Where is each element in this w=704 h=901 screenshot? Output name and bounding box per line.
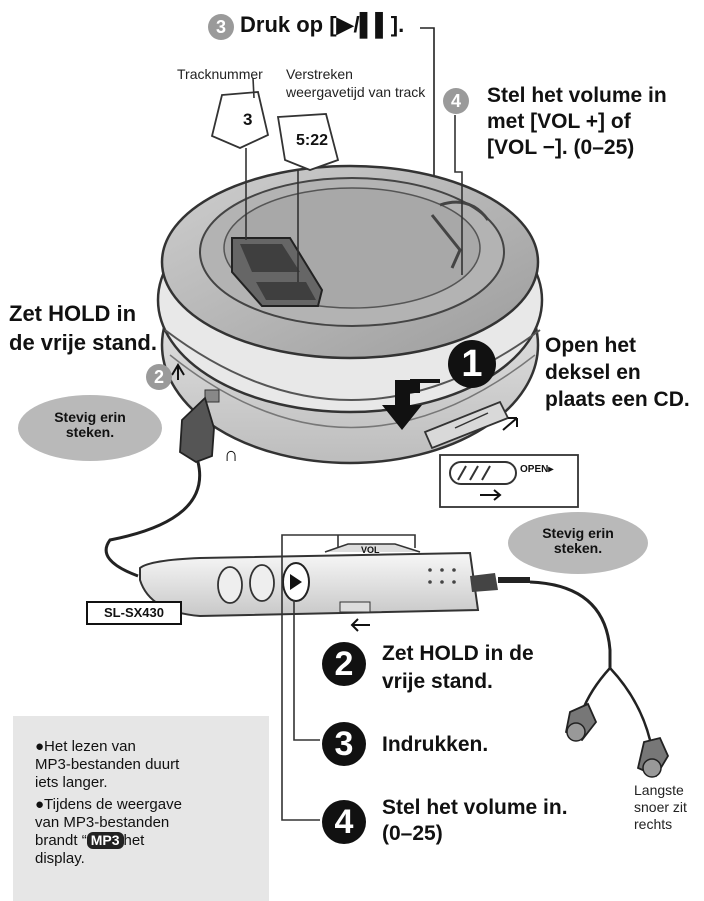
step2-bottom-line2: vrije stand. — [382, 670, 493, 693]
hold-line2: de vrije stand. — [9, 330, 157, 355]
step3-bottom-text: Indrukken. — [382, 733, 489, 756]
step3-bottom-badge: 3 — [322, 722, 366, 766]
open-lid-arrow — [382, 380, 422, 430]
elapsed-label-b: weergavetijd van track — [286, 84, 426, 100]
step3-top-text: Druk op [▶/▌▌]. — [240, 12, 405, 37]
bubble-right: Stevig erin steken. — [508, 512, 648, 574]
note2-line1: ●Tijdens de weergave — [35, 796, 182, 813]
hold-badge: 2 — [146, 364, 172, 390]
remote-control — [139, 543, 530, 618]
step2-bottom-badge: 2 — [322, 642, 366, 686]
note1-line2: MP3-bestanden duurt — [35, 756, 180, 773]
step4-bottom-line2: (0–25) — [382, 822, 443, 845]
bubble-left-line2: steken. — [65, 424, 115, 441]
leader-vol-bracket — [281, 534, 416, 553]
open-line2: deksel en — [545, 361, 641, 384]
bubble-left: Stevig erin steken. — [18, 395, 162, 461]
model-name: SL-SX430 — [86, 601, 182, 625]
open-line1: Open het — [545, 334, 637, 357]
leader-step4-bottom — [281, 553, 320, 821]
note2-line3-post: het — [123, 832, 145, 849]
step4-top-line3: [VOL −]. (0–25) — [487, 136, 635, 159]
open-step-badge: 1 — [448, 340, 496, 388]
earphones — [529, 580, 670, 778]
open-slider-label: OPEN▸ — [520, 464, 554, 475]
bubble-right-line2: steken. — [553, 540, 603, 557]
note1-line3: iets langer. — [35, 774, 108, 791]
time-value: 5:22 — [296, 132, 329, 149]
earphone-note-line3: rechts — [634, 816, 673, 832]
note1-line1: ●Het lezen van — [35, 738, 136, 755]
note2-line2: van MP3-bestanden — [35, 814, 170, 831]
track-number-callout — [210, 77, 270, 240]
step4-bottom-line1: Stel het volume in. — [382, 796, 568, 819]
step4-top-line1: Stel het volume in — [487, 84, 667, 107]
earphone-note-line1: Langste — [634, 782, 684, 798]
open-slider-inset — [439, 454, 579, 508]
remote-vol-label: VOL — [361, 545, 380, 555]
step4-top-badge: 4 — [443, 88, 469, 114]
latch-arrow — [502, 417, 518, 431]
elapsed-label-a: Verstreken — [286, 66, 353, 82]
elapsed-time-callout — [276, 113, 340, 282]
bubble-right-line1: Stevig erin — [542, 525, 614, 541]
step3-top-badge: 3 — [208, 14, 234, 40]
step4-top-line2: met [VOL +] of — [487, 110, 631, 133]
step4-bottom-badge: 4 — [322, 800, 366, 844]
leader-step3-top — [420, 27, 435, 205]
note2-line3-pre: brandt “ — [35, 832, 87, 849]
hold-arrow-top — [171, 363, 185, 380]
leader-step4-top — [454, 115, 463, 275]
note2-line4: display. — [35, 850, 85, 867]
track-number-label: Tracknummer — [177, 66, 263, 82]
mp3-indicator: MP3 — [86, 832, 124, 849]
track-value: 3 — [243, 110, 253, 129]
earphone-note-line2: snoer zit — [634, 799, 687, 815]
hold-arrow-bottom — [350, 618, 370, 632]
leader-step3-bottom — [293, 600, 320, 741]
headphone-symbol: ∩ — [224, 444, 239, 466]
open-line3: plaats een CD. — [545, 388, 690, 411]
headphone-plug — [104, 396, 215, 578]
notes-box: ●Het lezen van MP3-bestanden duurt iets … — [13, 716, 269, 901]
cd-player-body — [156, 164, 544, 465]
step2-bottom-line1: Zet HOLD in de — [382, 642, 534, 665]
hold-line1: Zet HOLD in — [9, 301, 137, 326]
bubble-left-line1: Stevig erin — [54, 409, 126, 425]
